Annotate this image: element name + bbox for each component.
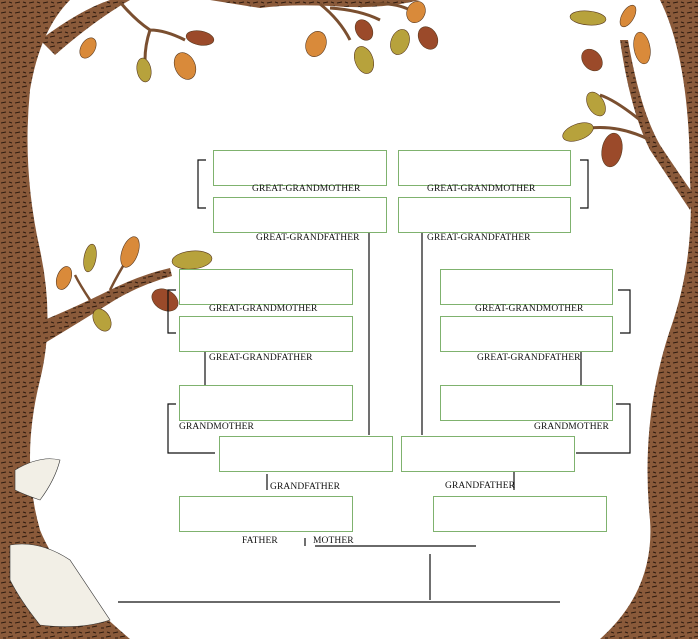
label-great-grandfather-top-right: GREAT-GRANDFATHER [427, 233, 531, 243]
label-mother: MOTHER [313, 536, 354, 546]
label-great-grandfather-mid-left: GREAT-GRANDFATHER [209, 353, 313, 363]
box-grandmother-left[interactable] [179, 385, 353, 421]
label-great-grandmother-mid-right: GREAT-GRANDMOTHER [475, 304, 584, 314]
box-grandmother-right[interactable] [440, 385, 613, 421]
box-father[interactable] [179, 496, 353, 532]
box-great-grandmother-mid-right[interactable] [440, 269, 613, 305]
right-upper-branch [620, 40, 694, 210]
top-left-branch [40, 0, 130, 55]
box-grandfather-right[interactable] [401, 436, 575, 472]
box-grandfather-left[interactable] [219, 436, 393, 472]
label-father: FATHER [242, 536, 278, 546]
box-great-grandfather-top-left[interactable] [213, 197, 387, 233]
right-trunk [600, 0, 698, 639]
box-great-grandfather-mid-right[interactable] [440, 316, 613, 352]
leaves [55, 1, 651, 332]
label-great-grandfather-mid-right: GREAT-GRANDFATHER [477, 353, 581, 363]
connector-lines [118, 159, 631, 603]
lower-left-bark-highlight [9, 458, 111, 627]
label-great-grandmother-top-left: GREAT-GRANDMOTHER [252, 184, 361, 194]
box-great-grandmother-top-left[interactable] [213, 150, 387, 186]
label-grandmother-right: GRANDMOTHER [534, 422, 609, 432]
label-great-grandmother-mid-left: GREAT-GRANDMOTHER [209, 304, 318, 314]
top-twigs [118, 1, 411, 61]
label-great-grandmother-top-right: GREAT-GRANDMOTHER [427, 184, 536, 194]
box-great-grandmother-top-right[interactable] [398, 150, 571, 186]
label-grandmother-left: GRANDMOTHER [179, 422, 254, 432]
label-grandfather-right: GRANDFATHER [445, 481, 516, 491]
label-grandfather-left: GRANDFATHER [270, 482, 341, 492]
box-great-grandmother-mid-left[interactable] [179, 269, 353, 305]
label-great-grandfather-top-left: GREAT-GRANDFATHER [256, 233, 360, 243]
box-mother[interactable] [433, 496, 607, 532]
box-great-grandfather-mid-left[interactable] [179, 316, 353, 352]
box-great-grandfather-top-right[interactable] [398, 197, 571, 233]
